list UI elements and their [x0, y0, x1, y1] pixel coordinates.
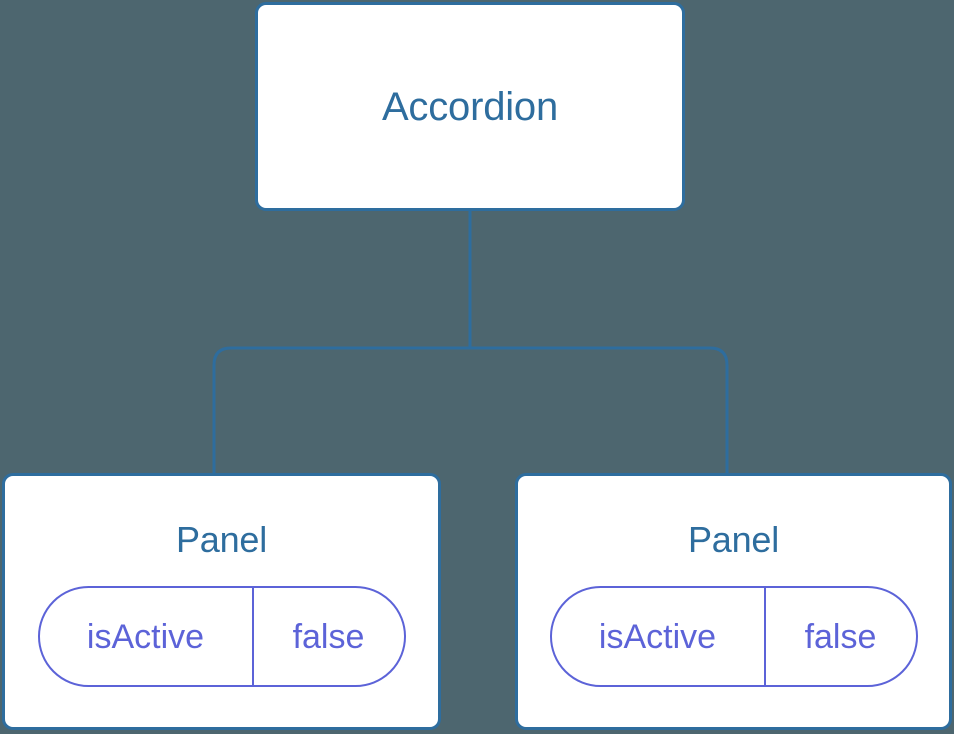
- prop-key-isactive: isActive: [598, 617, 717, 656]
- node-panel-1-title: Panel: [175, 519, 268, 560]
- node-accordion[interactable]: Accordion: [255, 2, 685, 211]
- prop-key-isactive: isActive: [86, 617, 205, 656]
- node-accordion-title: Accordion: [381, 84, 559, 129]
- prop-value-isactive: false: [763, 588, 916, 685]
- node-panel-2-title: Panel: [687, 519, 780, 560]
- node-panel-1[interactable]: Panel isActive false: [2, 473, 441, 730]
- edge-to-panel-1: [212, 346, 470, 476]
- prop-pill-panel-2[interactable]: isActive false: [549, 586, 918, 687]
- prop-value-isactive: false: [251, 588, 404, 685]
- prop-pill-panel-1[interactable]: isActive false: [37, 586, 406, 687]
- node-panel-2[interactable]: Panel isActive false: [515, 473, 952, 730]
- edge-to-panel-2: [470, 346, 729, 476]
